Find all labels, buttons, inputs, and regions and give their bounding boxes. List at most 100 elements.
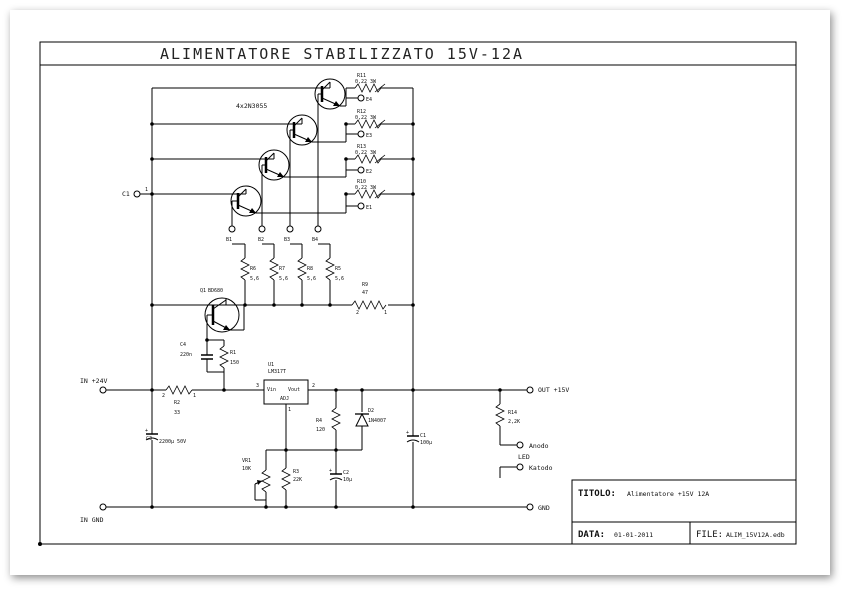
r11-value: 0,22 3W <box>355 79 377 85</box>
e3-label: E3 <box>366 133 372 139</box>
base-node-b3: B3 <box>284 225 294 243</box>
svg-text:R1: R1 <box>230 350 236 356</box>
file-label: FILE: <box>696 530 723 540</box>
out-15v-terminal[interactable] <box>526 386 534 394</box>
svg-text:10µ: 10µ <box>343 477 352 483</box>
svg-text:5,6: 5,6 <box>279 276 288 282</box>
r10-ref: R10 <box>357 179 366 185</box>
r13-value: 0,22 3W <box>355 150 377 156</box>
corner-marker <box>38 542 42 546</box>
svg-text:B3: B3 <box>284 237 290 243</box>
e2-label: E2 <box>366 169 372 175</box>
gnd-terminal[interactable] <box>526 503 534 511</box>
katodo-terminal[interactable] <box>516 463 524 471</box>
svg-text:1N4007: 1N4007 <box>368 418 386 424</box>
emitter-resistor-row-1: R11 0,22 3W E4 <box>346 73 413 103</box>
svg-text:2,2K: 2,2K <box>508 419 520 425</box>
c1-terminal-label: C1 <box>122 190 130 198</box>
emitter-resistor-row-2: R12 0,22 3W E3 <box>346 109 413 139</box>
svg-text:R3: R3 <box>293 469 299 475</box>
anodo-label: Anodo <box>529 442 549 450</box>
svg-text:R4: R4 <box>316 418 322 424</box>
svg-text:R9: R9 <box>362 282 368 288</box>
svg-text:R5: R5 <box>335 266 341 272</box>
e1-label: E1 <box>366 205 372 211</box>
svg-text:+: + <box>145 428 148 434</box>
file-value: ALIM_15V12A.edb <box>726 531 785 539</box>
trimmer-vr1: VR1 10K <box>242 449 286 507</box>
svg-text:B4: B4 <box>312 237 318 243</box>
in-gnd-terminal[interactable] <box>99 503 107 511</box>
katodo-label: Katodo <box>529 464 553 472</box>
anodo-terminal[interactable] <box>516 441 524 449</box>
svg-text:B1: B1 <box>226 237 232 243</box>
q1-value: BD680 <box>208 288 223 294</box>
svg-text:Vout: Vout <box>288 387 300 393</box>
svg-text:VR1: VR1 <box>242 458 251 464</box>
svg-text:C3: C3 <box>146 436 152 442</box>
svg-text:R7: R7 <box>279 266 285 272</box>
titolo-label: TITOLO: <box>578 489 616 499</box>
svg-text:2200µ 50V: 2200µ 50V <box>159 439 186 445</box>
in-24v-label: IN +24V <box>80 377 107 385</box>
svg-text:+: + <box>406 430 409 436</box>
svg-text:33: 33 <box>174 410 180 416</box>
schematic-title: ALIMENTATORE STABILIZZATO 15V-12A <box>160 45 524 63</box>
resistor-r2: R2 33 2 1 <box>162 385 264 416</box>
transistor-group-label: 4x2N3055 <box>236 102 267 110</box>
drawing-frame <box>39 41 797 545</box>
base-resistor-r8: R8 5,6 <box>290 243 316 305</box>
r12-value: 0,22 3W <box>355 115 377 121</box>
svg-text:LM317T: LM317T <box>268 369 286 375</box>
svg-text:1: 1 <box>193 393 196 399</box>
resistor-r14: R14 2,2K <box>495 390 520 445</box>
q1-ref: Q1 <box>200 288 206 294</box>
svg-text:2: 2 <box>162 393 165 399</box>
transistor-t4 <box>314 78 346 110</box>
title-block: TITOLO: Alimentatore +15V 12A DATA: 01-0… <box>571 479 797 545</box>
base-resistor-r6: R6 5,6 <box>232 243 259 305</box>
svg-text:5,6: 5,6 <box>335 276 344 282</box>
svg-text:ADJ: ADJ <box>280 396 289 402</box>
svg-text:3: 3 <box>256 383 259 389</box>
r12-ref: R12 <box>357 109 366 115</box>
svg-text:1: 1 <box>384 310 387 316</box>
r13-ref: R13 <box>357 144 366 150</box>
svg-text:100µ: 100µ <box>420 440 432 446</box>
regulator-u1-lm317t: U1 LM317T Vin Vout ADJ 3 2 1 <box>256 362 315 413</box>
svg-text:5,6: 5,6 <box>250 276 259 282</box>
svg-text:C1: C1 <box>420 433 426 439</box>
base-resistor-r7: R7 5,6 <box>262 243 288 305</box>
svg-text:D2: D2 <box>368 408 374 414</box>
data-value: 01-01-2011 <box>614 531 653 539</box>
base-resistor-r5: R5 5,6 <box>318 243 344 305</box>
svg-text:R2: R2 <box>174 400 180 406</box>
in-gnd-label: IN GND <box>80 516 104 524</box>
svg-text:U1: U1 <box>268 362 274 368</box>
svg-text:C2: C2 <box>343 470 349 476</box>
svg-text:150: 150 <box>230 360 239 366</box>
led-label: LED <box>518 453 530 461</box>
capacitor-c1: + C1 100µ <box>406 430 432 507</box>
svg-text:10K: 10K <box>242 466 251 472</box>
gnd-label: GND <box>538 504 550 512</box>
svg-text:+: + <box>329 468 332 474</box>
svg-text:B2: B2 <box>258 237 264 243</box>
svg-text:220n: 220n <box>180 352 192 358</box>
capacitor-c2: + C2 10µ <box>329 450 352 507</box>
c1-terminal[interactable] <box>133 190 141 198</box>
base-node-b1: B1 <box>226 225 236 243</box>
svg-text:Vin: Vin <box>267 387 276 393</box>
svg-text:5,6: 5,6 <box>307 276 316 282</box>
diode-d2: D2 1N4007 <box>355 390 386 450</box>
svg-text:47: 47 <box>362 290 368 296</box>
svg-text:22K: 22K <box>293 477 302 483</box>
emitter-resistor-row-3: R13 0,22 3W E2 <box>346 144 413 175</box>
emitter-resistor-row-4: R10 0,22 3W E1 <box>346 179 413 211</box>
transistor-q1-bd680: Q1 BD680 <box>200 288 240 333</box>
resistor-r4: R4 120 <box>316 390 341 450</box>
in-24v-terminal[interactable] <box>99 386 107 394</box>
resistor-r1: R1 150 <box>207 339 239 373</box>
out-15v-label: OUT +15V <box>538 386 569 394</box>
